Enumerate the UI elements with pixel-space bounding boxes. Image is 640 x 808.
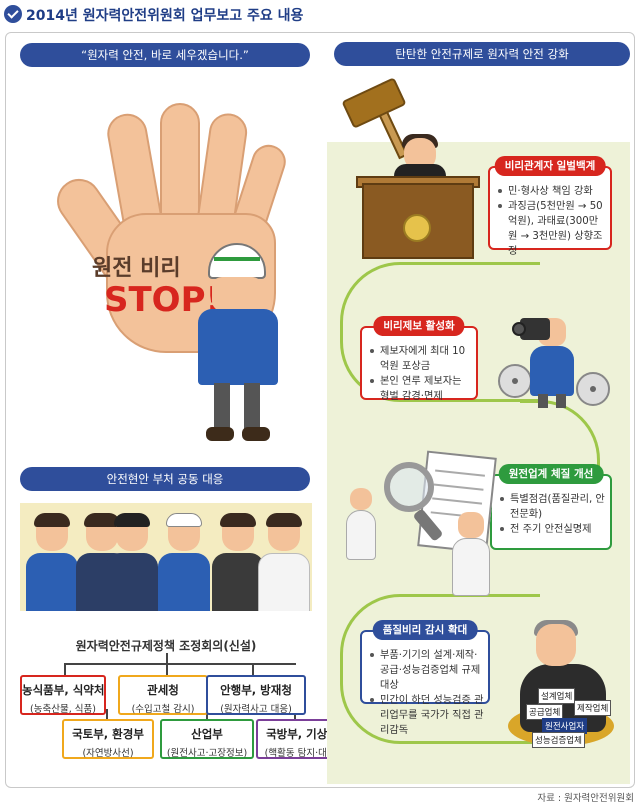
org-connector xyxy=(166,653,168,663)
magnifier-icon xyxy=(384,462,434,512)
reporter-character xyxy=(530,318,574,408)
org-box-security-disaster: 안행부, 방재청 (원자력사고 대응) xyxy=(206,675,306,715)
scientist-face xyxy=(458,512,484,538)
check-circle-icon xyxy=(4,5,22,23)
reporter-leg xyxy=(556,394,566,408)
card-whistleblower: 비리제보 활성화 제보자에게 최대 10억원 포상금 본인 연루 제보자는 형벌… xyxy=(360,316,478,402)
video-camera-icon xyxy=(520,318,550,340)
scientist-character xyxy=(452,512,490,602)
track-curve xyxy=(340,262,540,402)
org-chart-title: 원자력안전규제정책 조정회의(신설) xyxy=(75,639,257,653)
card-item: 과징금(5천만원 → 50억원), 과태료(300만원 → 3천만원) 상향조정 xyxy=(498,199,606,259)
scientist-coat xyxy=(452,538,490,596)
source-credit: 자료 : 원자력안전위원회 xyxy=(537,793,634,804)
org-box-name: 관세청 xyxy=(147,683,179,697)
slogan-pill: “원자력 안전, 바로 세우겠습니다.” xyxy=(20,43,310,67)
official-6 xyxy=(256,513,312,611)
official-5 xyxy=(210,513,266,611)
org-box-role: (핵활동 탐지·대응) xyxy=(264,748,340,759)
right-leg xyxy=(244,383,260,429)
org-box-name: 국방부, 기상청 xyxy=(266,727,338,741)
officials-group-illustration xyxy=(20,503,312,611)
left-shoe xyxy=(206,427,234,441)
org-box-defense-weather: 국방부, 기상청 (핵활동 탐지·대응) xyxy=(256,719,348,759)
card-item: 특별점검(품질관리, 안전문화) xyxy=(500,492,606,522)
org-box-role: (원자력사고 대응) xyxy=(220,704,292,715)
card-head: 비리제보 활성화 xyxy=(373,316,465,336)
org-box-role: (원전사고·고장정보) xyxy=(166,748,248,759)
org-box-land-environment: 국토부, 환경부 (자연방사선) xyxy=(62,719,154,759)
org-connector xyxy=(206,709,208,723)
org-connector xyxy=(106,709,108,723)
org-box-name: 산업부 xyxy=(191,727,223,741)
reporter-leg xyxy=(538,394,548,408)
label-verification-company: 성능검증업체 xyxy=(532,732,585,748)
org-box-role: (농축산물, 식품) xyxy=(30,704,96,715)
card-head: 원전업계 체질 개선 xyxy=(498,464,604,484)
page-header: 2014년 원자력안전위원회 업무보고 주요 내용 xyxy=(0,0,640,30)
doctor-coat xyxy=(346,510,376,560)
org-box-role: (자연방사선) xyxy=(82,748,134,759)
right-shoe xyxy=(242,427,270,441)
card-punishment: 비리관계자 일벌백계 민·형사상 책임 강화 과징금(5천만원 → 50억원),… xyxy=(488,156,612,257)
track-curve xyxy=(340,594,540,744)
org-box-name: 농식품부, 식약처 xyxy=(22,683,105,697)
label-manufacturer: 제작업체 xyxy=(574,700,612,716)
hand-text-corruption: 원전 비리 xyxy=(92,256,181,281)
org-box-name: 안행부, 방재청 xyxy=(220,683,292,697)
left-leg xyxy=(214,383,230,429)
official-1 xyxy=(24,513,80,611)
org-connector xyxy=(166,663,168,677)
official-4-inspector xyxy=(156,513,212,611)
org-box-role: (수입고철 감시) xyxy=(131,704,195,715)
org-box-name: 국토부, 환경부 xyxy=(72,727,144,741)
card-item: 본인 연루 제보자는 형벌 감경·면제 xyxy=(370,374,472,404)
card-head: 비리관계자 일벌백계 xyxy=(494,156,606,176)
card-item: 전 주기 안전실명제 xyxy=(500,522,606,537)
film-reel-icon xyxy=(498,364,532,398)
org-box-customs: 관세청 (수입고철 감시) xyxy=(118,675,208,715)
card-item: 민간이 하던 성능검증 관리업무를 국가가 직접 관리감독 xyxy=(370,693,484,738)
org-connector xyxy=(252,663,254,677)
court-emblem-icon xyxy=(403,214,431,242)
org-connector xyxy=(294,709,296,723)
doctor-character xyxy=(346,488,376,568)
card-item: 민·형사상 책임 강화 xyxy=(498,184,606,199)
face xyxy=(212,277,262,311)
film-reel-icon xyxy=(576,372,610,406)
org-connector xyxy=(64,663,296,665)
joint-response-pill: 안전현안 부처 공동 대응 xyxy=(20,467,310,491)
org-box-industry: 산업부 (원전사고·고장정보) xyxy=(160,719,254,759)
inspector-vest xyxy=(198,309,278,385)
org-connector xyxy=(64,663,66,677)
org-box-agri-food: 농식품부, 식약처 (농축산물, 식품) xyxy=(20,675,106,715)
left-panel: “원자력 안전, 바로 세우겠습니다.” 원전 비리 STOP! 안전현안 부처… xyxy=(6,33,348,787)
camera-lens-icon xyxy=(512,322,526,336)
card-culture-reform: 원전업계 체질 개선 특별점검(품질관리, 안전문화) 전 주기 안전실명제 xyxy=(490,464,612,550)
label-design-company: 설계업체 xyxy=(538,688,576,704)
official-3 xyxy=(104,513,160,611)
card-item: 부품·기기의 설계·제작·공급·성능검증업체 규제대상 xyxy=(370,648,484,693)
safety-regulation-pill: 탄탄한 안전규제로 원자력 안전 강화 xyxy=(334,42,630,66)
page-title: 2014년 원자력안전위원회 업무보고 주요 내용 xyxy=(26,8,304,24)
inspector-character xyxy=(194,243,284,453)
executive-face xyxy=(536,624,576,666)
helmet xyxy=(208,243,266,279)
card-item: 제보자에게 최대 10억원 포상금 xyxy=(370,344,472,374)
card-head: 품질비리 감시 확대 xyxy=(372,620,478,640)
doctor-face xyxy=(350,488,372,510)
card-quality-oversight: 품질비리 감시 확대 부품·기기의 설계·제작·공급·성능검증업체 규제대상 민… xyxy=(360,620,490,736)
reporter-body xyxy=(530,346,574,396)
helmet-stripe xyxy=(214,257,260,261)
